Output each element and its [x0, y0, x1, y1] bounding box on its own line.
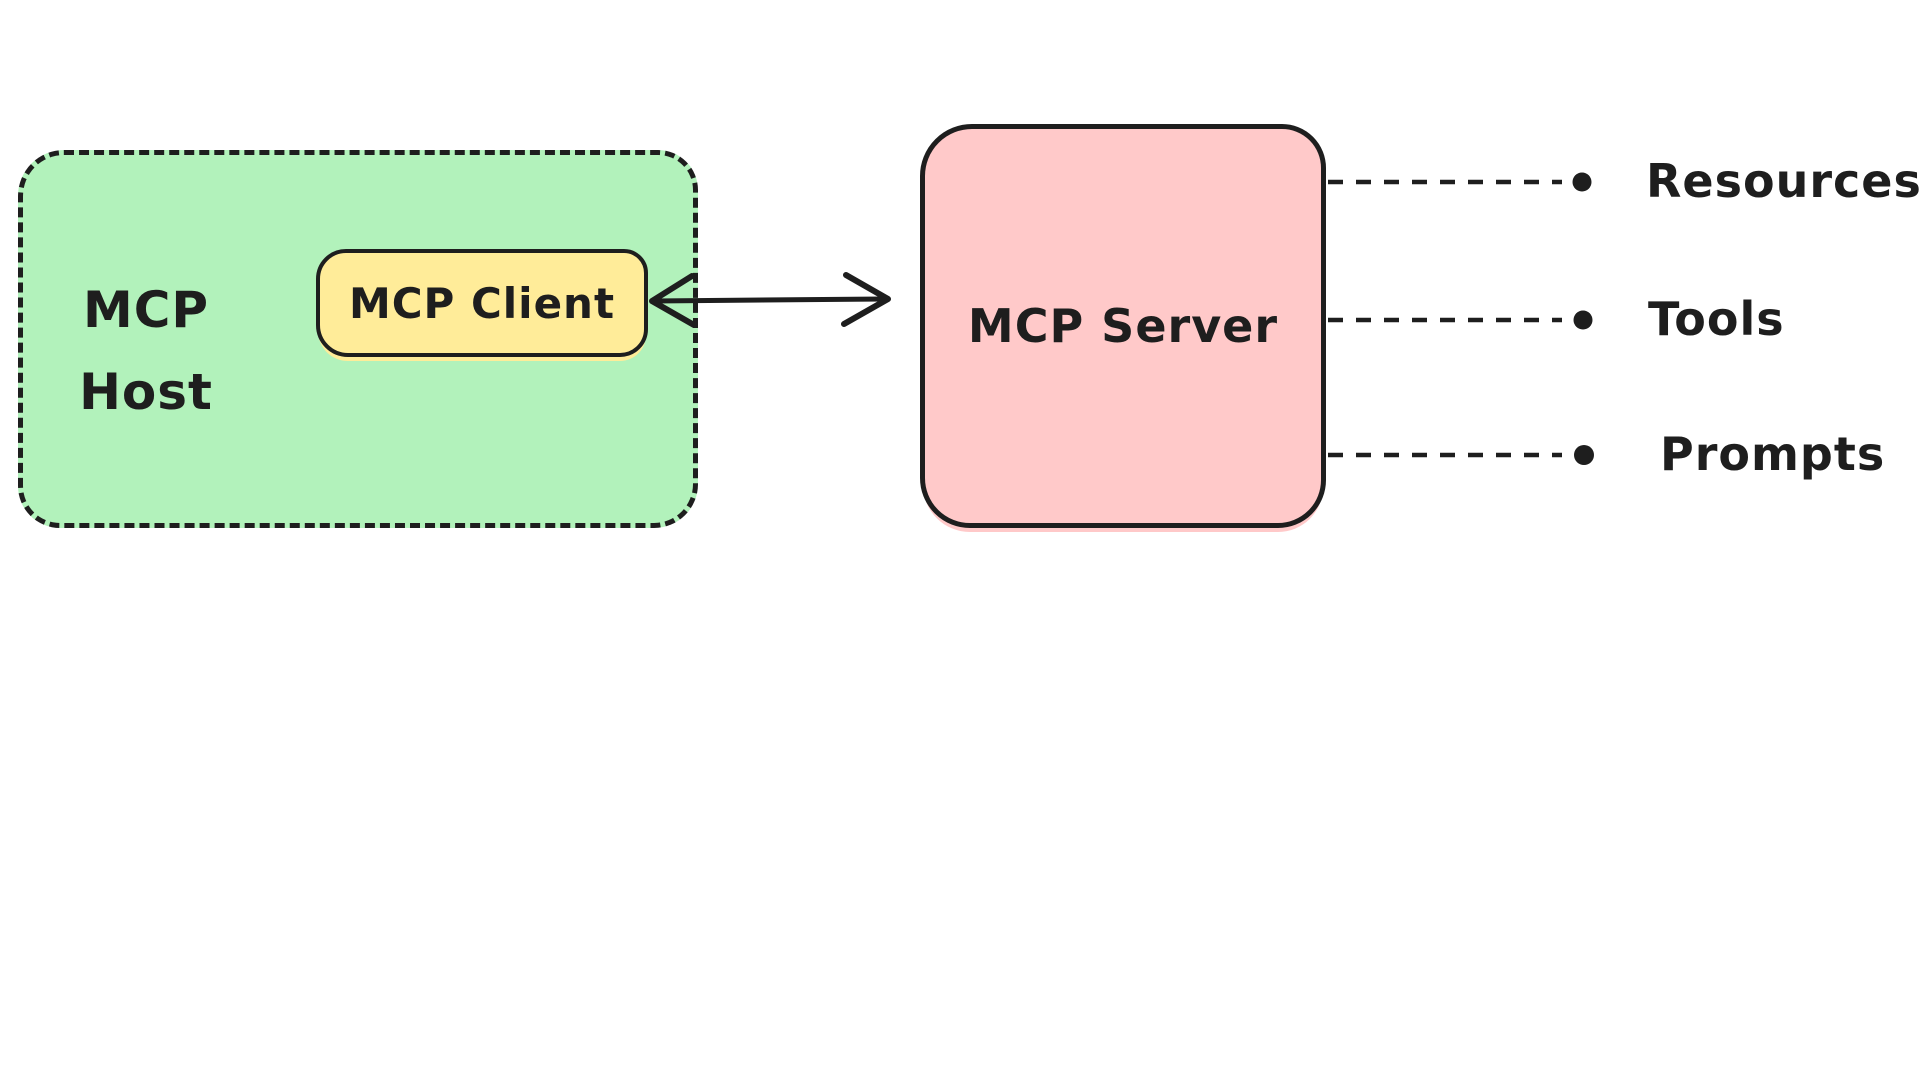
mcp-server-box: MCP Server: [920, 124, 1326, 528]
dot-arrowhead-icon: [1574, 445, 1594, 465]
tools-label: Tools: [1648, 291, 1785, 346]
mcp-host-box: MCP Host MCP Client: [18, 150, 698, 528]
mcp-host-label: MCP Host: [79, 281, 213, 421]
resources-label: Resources: [1646, 153, 1920, 208]
mcp-client-box: MCP Client: [316, 249, 648, 357]
server-tools-connector: [1328, 310, 1593, 330]
dot-arrowhead-icon: [1572, 172, 1592, 192]
server-resources-connector: [1328, 172, 1592, 192]
server-prompts-connector: [1328, 445, 1594, 465]
arrowhead-right-icon: [841, 272, 891, 327]
prompts-label: Prompts: [1660, 426, 1886, 481]
mcp-server-label: MCP Server: [967, 299, 1279, 353]
dot-arrowhead-icon: [1573, 310, 1593, 330]
mcp-client-label: MCP Client: [348, 278, 616, 328]
